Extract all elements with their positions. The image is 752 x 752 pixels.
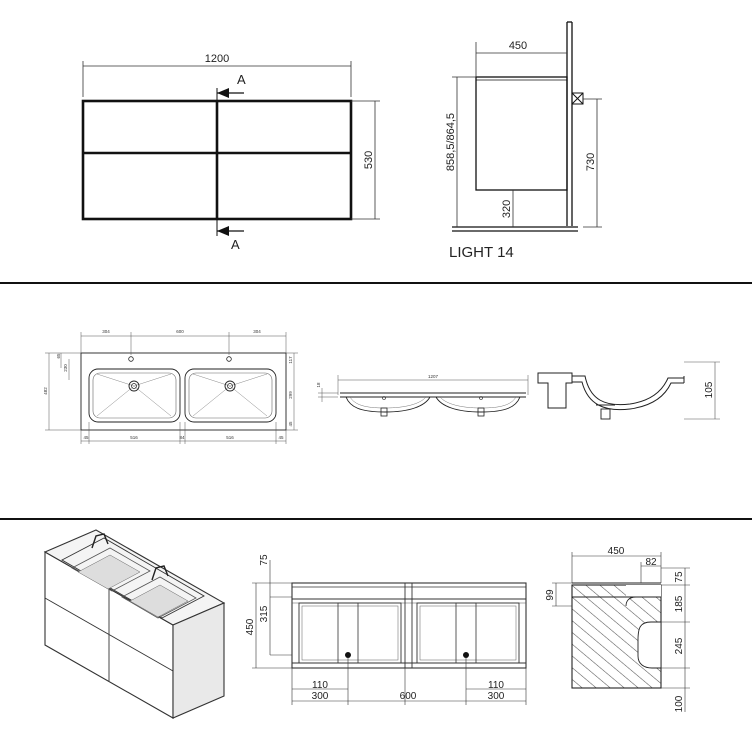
dim-1207: 1207 (428, 374, 439, 379)
dim-185: 185 (674, 595, 685, 612)
dim-450-front: 450 (245, 618, 256, 635)
dim-110-right: 110 (488, 680, 504, 691)
basin-top-view: 304 600 304 65 230 482 117 299 45 45 516… (43, 329, 298, 444)
dim-bottom-5: 45 (278, 435, 284, 440)
siphon-cutout (637, 621, 662, 669)
cabinet-side-section: 450 82 99 75 185 245 100 (545, 546, 690, 712)
section-label-top: A (237, 72, 246, 87)
dim-bottom-3: 84 (179, 435, 185, 440)
basin-top-outline (80, 352, 287, 431)
dim-315: 315 (259, 605, 270, 622)
model-label: LIGHT 14 (449, 244, 514, 261)
drain-left-icon (128, 380, 140, 392)
dim-left-2: 230 (63, 364, 68, 372)
tap-hole-right-icon (226, 356, 232, 362)
dim-300-left: 300 (312, 691, 329, 702)
dim-18: 18 (316, 382, 321, 388)
cabinet-isometric (43, 529, 226, 719)
front-view: 1200 A A 530 (81, 53, 380, 252)
dim-75-front: 75 (259, 554, 270, 566)
dim-304-right: 304 (253, 329, 261, 334)
dim-height-530: 530 (363, 151, 375, 169)
bowl-right (184, 368, 277, 423)
dim-75-side: 75 (674, 571, 685, 583)
arrow-section-bottom (217, 226, 229, 236)
section-label-bottom: A (231, 237, 240, 252)
cabinet-front-open: 75 315 450 110 300 600 110 300 (245, 554, 527, 705)
dim-floor-gap-320: 320 (501, 200, 513, 218)
dim-height-total: 858,5/864,5 (445, 113, 457, 171)
basin-front-profile (345, 396, 521, 413)
basin-front-view: 1207 18 (316, 374, 529, 417)
dim-bottom-1: 45 (83, 435, 89, 440)
cabinet-iso-side (172, 602, 225, 719)
dim-450-side: 450 (608, 546, 625, 557)
siphon-right-icon (463, 652, 469, 658)
dim-82: 82 (645, 557, 657, 568)
drain-right-icon (224, 380, 236, 392)
dim-right-1: 117 (288, 356, 293, 364)
dim-600: 600 (400, 691, 417, 702)
siphon-left-icon (345, 652, 351, 658)
dim-mount-730: 730 (585, 153, 597, 171)
dim-right-3: 45 (288, 421, 293, 427)
tap-hole-left-icon (128, 356, 134, 362)
dim-245: 245 (674, 637, 685, 654)
cabinet-side-outline (475, 76, 568, 191)
dim-bottom-2: 516 (130, 435, 138, 440)
bowl-left (88, 368, 181, 423)
dim-300-right: 300 (488, 691, 505, 702)
dim-600-center: 600 (176, 329, 184, 334)
dim-bottom-4: 516 (226, 435, 234, 440)
dim-100: 100 (674, 695, 685, 712)
basin-section-profile (537, 372, 573, 409)
wall-bracket-icon (571, 92, 584, 105)
dim-left-1: 65 (56, 353, 61, 359)
dim-left-3: 482 (43, 387, 48, 395)
dim-99: 99 (545, 589, 556, 601)
dim-right-2: 299 (288, 391, 293, 399)
dim-width-1200: 1200 (205, 53, 229, 65)
basin-section-view: 105 (537, 361, 720, 420)
dim-105: 105 (704, 381, 715, 398)
cabinet-front-frame (291, 582, 527, 669)
dim-110-left: 110 (312, 680, 328, 691)
dim-304-left: 304 (102, 329, 110, 334)
dim-depth-450: 450 (509, 40, 527, 52)
side-view: 450 858,5/864,5 320 730 LIGHT 14 (445, 21, 602, 261)
arrow-section-top (217, 88, 229, 98)
